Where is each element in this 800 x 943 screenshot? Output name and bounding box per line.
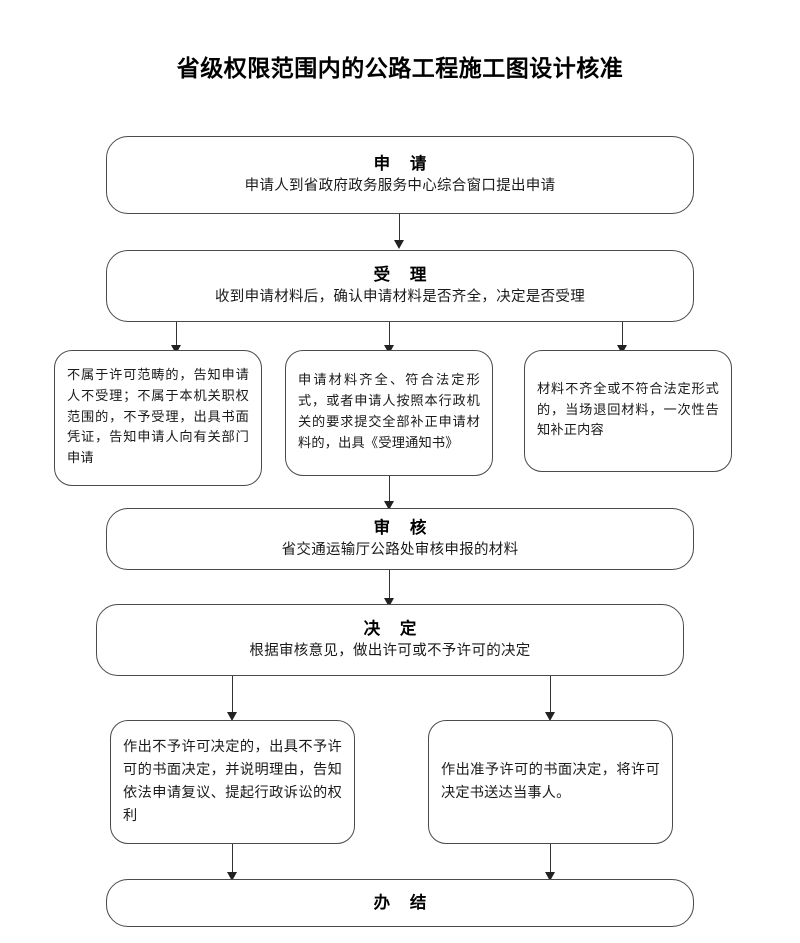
node-branch-left-body: 不属于许可范畴的，告知申请人不受理；不属于本机关职权范围的，不予受理，出具书面凭… xyxy=(67,367,249,467)
arrowhead-review-in xyxy=(384,501,394,510)
node-accept-heading: 受 理 xyxy=(373,265,434,285)
page-title: 省级权限范围内的公路工程施工图设计核准 xyxy=(176,56,624,82)
node-outcome-approve[interactable]: 作出准予许可的书面决定，将许可决定书送达当事人。 xyxy=(428,720,673,844)
connector-accept-to-branch-right xyxy=(622,322,624,348)
arrowhead-branch-right-in xyxy=(617,345,627,354)
node-branch-left[interactable]: 不属于许可范畴的，告知申请人不受理；不属于本机关职权范围的，不予受理，出具书面凭… xyxy=(54,350,262,486)
arrowhead-branch-left-in xyxy=(171,345,181,354)
node-outcome-reject-body: 作出不予许可决定的，出具不予许可的书面决定，并说明理由，告知依法申请复议、提起行… xyxy=(123,739,342,824)
arrowhead-decision-in xyxy=(384,598,394,607)
node-outcome-reject[interactable]: 作出不予许可决定的，出具不予许可的书面决定，并说明理由，告知依法申请复议、提起行… xyxy=(110,720,355,844)
node-review-heading: 审 核 xyxy=(373,518,434,538)
arrowhead-outcome-reject-in xyxy=(227,712,237,721)
node-accept-body: 收到申请材料后，确认申请材料是否齐全，决定是否受理 xyxy=(215,289,585,306)
node-apply-heading: 申 请 xyxy=(373,154,434,174)
node-review[interactable]: 审 核 省交通运输厅公路处审核申报的材料 xyxy=(106,508,694,570)
node-finish-heading: 办 结 xyxy=(373,893,434,913)
node-branch-middle[interactable]: 申请材料齐全、符合法定形式，或者申请人按照本行政机关的要求提交全部补正申请材料的… xyxy=(285,350,493,476)
node-accept[interactable]: 受 理 收到申请材料后，确认申请材料是否齐全，决定是否受理 xyxy=(106,250,694,322)
connector-decision-to-approve xyxy=(550,676,552,715)
node-decision[interactable]: 决 定 根据审核意见，做出许可或不予许可的决定 xyxy=(96,604,684,676)
node-apply[interactable]: 申 请 申请人到省政府政务服务中心综合窗口提出申请 xyxy=(106,136,694,214)
node-finish[interactable]: 办 结 xyxy=(106,879,694,927)
connector-approve-to-finish xyxy=(550,844,552,876)
node-decision-heading: 决 定 xyxy=(363,619,424,639)
arrowhead-finish-in-left xyxy=(227,872,237,881)
connector-apply-to-accept xyxy=(399,214,401,243)
connector-reject-to-finish xyxy=(232,844,234,876)
connector-review-to-decision xyxy=(389,570,391,602)
arrowhead-accept-in xyxy=(394,240,404,249)
node-review-body: 省交通运输厅公路处审核申报的材料 xyxy=(281,542,519,559)
connector-accept-to-branch-left xyxy=(176,322,178,348)
connector-branch-middle-to-review xyxy=(389,476,391,504)
connector-decision-to-reject xyxy=(232,676,234,715)
arrowhead-outcome-approve-in xyxy=(545,712,555,721)
node-branch-right-body: 材料不齐全或不符合法定形式的，当场退回材料，一次性告知补正内容 xyxy=(537,381,719,439)
node-decision-body: 根据审核意见，做出许可或不予许可的决定 xyxy=(249,643,531,660)
arrowhead-finish-in-right xyxy=(545,872,555,881)
node-branch-right[interactable]: 材料不齐全或不符合法定形式的，当场退回材料，一次性告知补正内容 xyxy=(524,350,732,472)
node-branch-middle-body: 申请材料齐全、符合法定形式，或者申请人按照本行政机关的要求提交全部补正申请材料的… xyxy=(298,373,480,451)
node-apply-body: 申请人到省政府政务服务中心综合窗口提出申请 xyxy=(244,178,556,195)
node-outcome-approve-body: 作出准予许可的书面决定，将许可决定书送达当事人。 xyxy=(441,762,660,801)
connector-accept-to-branch-middle xyxy=(389,322,391,348)
arrowhead-branch-middle-in xyxy=(384,345,394,354)
